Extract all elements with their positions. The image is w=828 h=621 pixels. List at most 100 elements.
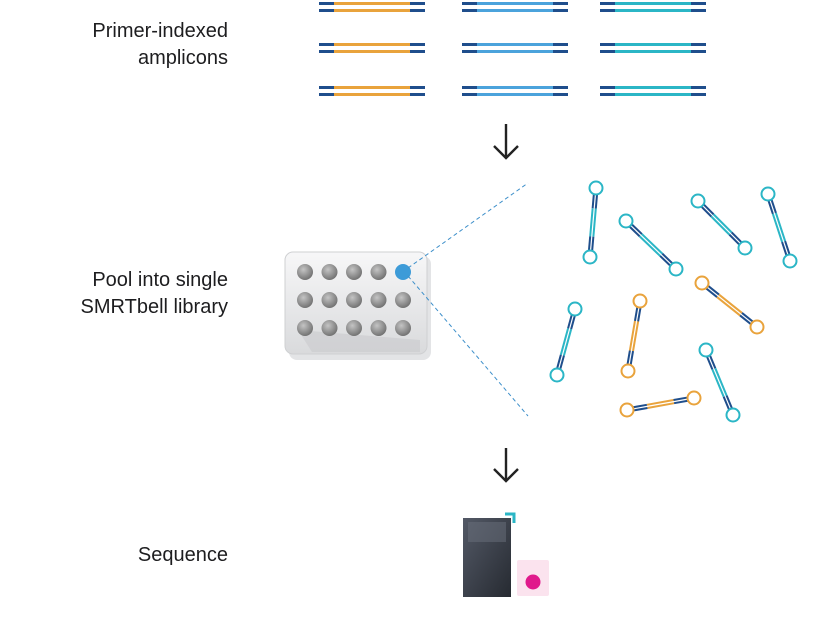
molecule-hairpin	[782, 253, 798, 269]
plate-well	[346, 264, 362, 280]
molecule-hairpin	[694, 275, 710, 291]
amplicon-adapter	[553, 43, 568, 46]
molecule-hairpin	[760, 186, 776, 202]
down-arrow-icon	[493, 448, 519, 483]
step-label-line: amplicons	[137, 47, 228, 69]
amplicon-adapter	[553, 50, 568, 53]
molecule-strand	[587, 236, 592, 251]
amplicon-insert	[477, 43, 553, 46]
molecule-strand	[661, 252, 674, 265]
amplicon-adapter	[410, 9, 425, 12]
molecule-strand	[629, 350, 635, 366]
plate-well	[321, 292, 338, 308]
amplicon-adapter	[462, 50, 477, 53]
step-label-line: Sequence	[137, 544, 228, 566]
plate-well	[370, 292, 387, 308]
amplicon-blue	[462, 86, 568, 96]
amplicon-adapter	[600, 50, 615, 53]
amplicon-adapter	[600, 43, 615, 46]
molecule-strand	[628, 225, 641, 238]
molecule-hairpin	[686, 390, 702, 406]
molecule-strand	[626, 350, 631, 365]
plate-well	[321, 320, 338, 336]
molecule-strand	[718, 293, 743, 314]
molecule-strand	[647, 402, 675, 409]
plate-well	[346, 320, 362, 336]
molecule-strand	[770, 199, 777, 214]
sequencer-screen	[468, 522, 506, 542]
amplicon-insert	[334, 2, 410, 5]
amplicon-insert	[334, 43, 410, 46]
molecule-hairpin	[668, 261, 684, 277]
sequencer-group	[463, 512, 549, 597]
molecule-hairpin	[749, 319, 765, 335]
molecule-strand	[703, 203, 715, 216]
amplicon-adapter	[553, 2, 568, 5]
molecule-strand	[641, 233, 664, 255]
molecule-strand	[567, 314, 573, 329]
step-label-line: Pool into single	[92, 269, 228, 291]
molecule-strand	[700, 206, 713, 218]
amplicon-adapter	[319, 50, 334, 53]
molecule-strand	[632, 403, 648, 409]
molecule-strand	[594, 194, 599, 209]
amplicon-insert	[477, 9, 553, 12]
amplicon-adapter	[410, 86, 425, 89]
plate-well	[370, 264, 387, 280]
molecule-strand	[739, 314, 752, 325]
molecule-strand	[632, 321, 640, 352]
smrtbell-molecule-icon	[620, 293, 648, 379]
down-arrow-icon	[493, 124, 519, 160]
amplicon-insert	[334, 50, 410, 53]
amplicon-adapter	[462, 9, 477, 12]
molecule-strand	[633, 406, 648, 412]
molecule-hairpin	[620, 363, 636, 379]
amplicon-insert	[334, 9, 410, 12]
amplicon-insert	[477, 86, 553, 89]
amplicon-insert	[477, 50, 553, 53]
molecule-strand	[767, 200, 774, 215]
well-plate-icon	[284, 251, 431, 360]
molecule-strand	[631, 223, 643, 235]
amplicon-adapter	[691, 86, 706, 89]
molecule-strand	[714, 367, 728, 396]
zoom-line	[407, 275, 529, 417]
molecule-strand	[725, 395, 733, 409]
smrtbell-molecule-icon	[698, 342, 741, 423]
molecule-strand	[781, 241, 788, 256]
amplicon-insert	[615, 93, 691, 96]
amplicon-teal	[600, 43, 706, 53]
molecule-strand	[628, 320, 636, 351]
smrtbell-molecule-icon	[690, 193, 753, 256]
molecule-strand	[637, 307, 642, 322]
smrtbell-molecule-icon	[760, 186, 798, 269]
amplicon-adapter	[410, 50, 425, 53]
amplicon-adapter	[553, 86, 568, 89]
molecule-strand	[709, 355, 717, 369]
molecule-hairpin	[698, 342, 714, 358]
amplicon-adapter	[410, 43, 425, 46]
plate-well-highlighted	[395, 264, 411, 280]
amplicon-insert	[615, 43, 691, 46]
zoom-line	[407, 182, 529, 269]
molecule-hairpin	[618, 213, 634, 229]
plate-well	[297, 292, 313, 308]
amplicon-adapter	[691, 50, 706, 53]
plate-well	[370, 320, 387, 336]
amplicon-insert	[477, 2, 553, 5]
smrtbell-molecule-icon	[618, 213, 684, 277]
molecule-hairpin	[582, 249, 598, 265]
molecule-strand	[591, 236, 595, 251]
molecule-strand	[570, 315, 576, 330]
amplicon-insert	[615, 9, 691, 12]
molecule-strand	[728, 233, 740, 246]
smrt-cell-dot	[525, 574, 541, 590]
molecule-strand	[591, 194, 595, 209]
molecule-strand	[589, 208, 594, 237]
amplicon-insert	[334, 93, 410, 96]
smrtbell-molecule-group	[549, 180, 798, 423]
amplicon-adapter	[319, 2, 334, 5]
smrt-cell-icon	[517, 560, 549, 596]
amplicon-adapter	[462, 43, 477, 46]
